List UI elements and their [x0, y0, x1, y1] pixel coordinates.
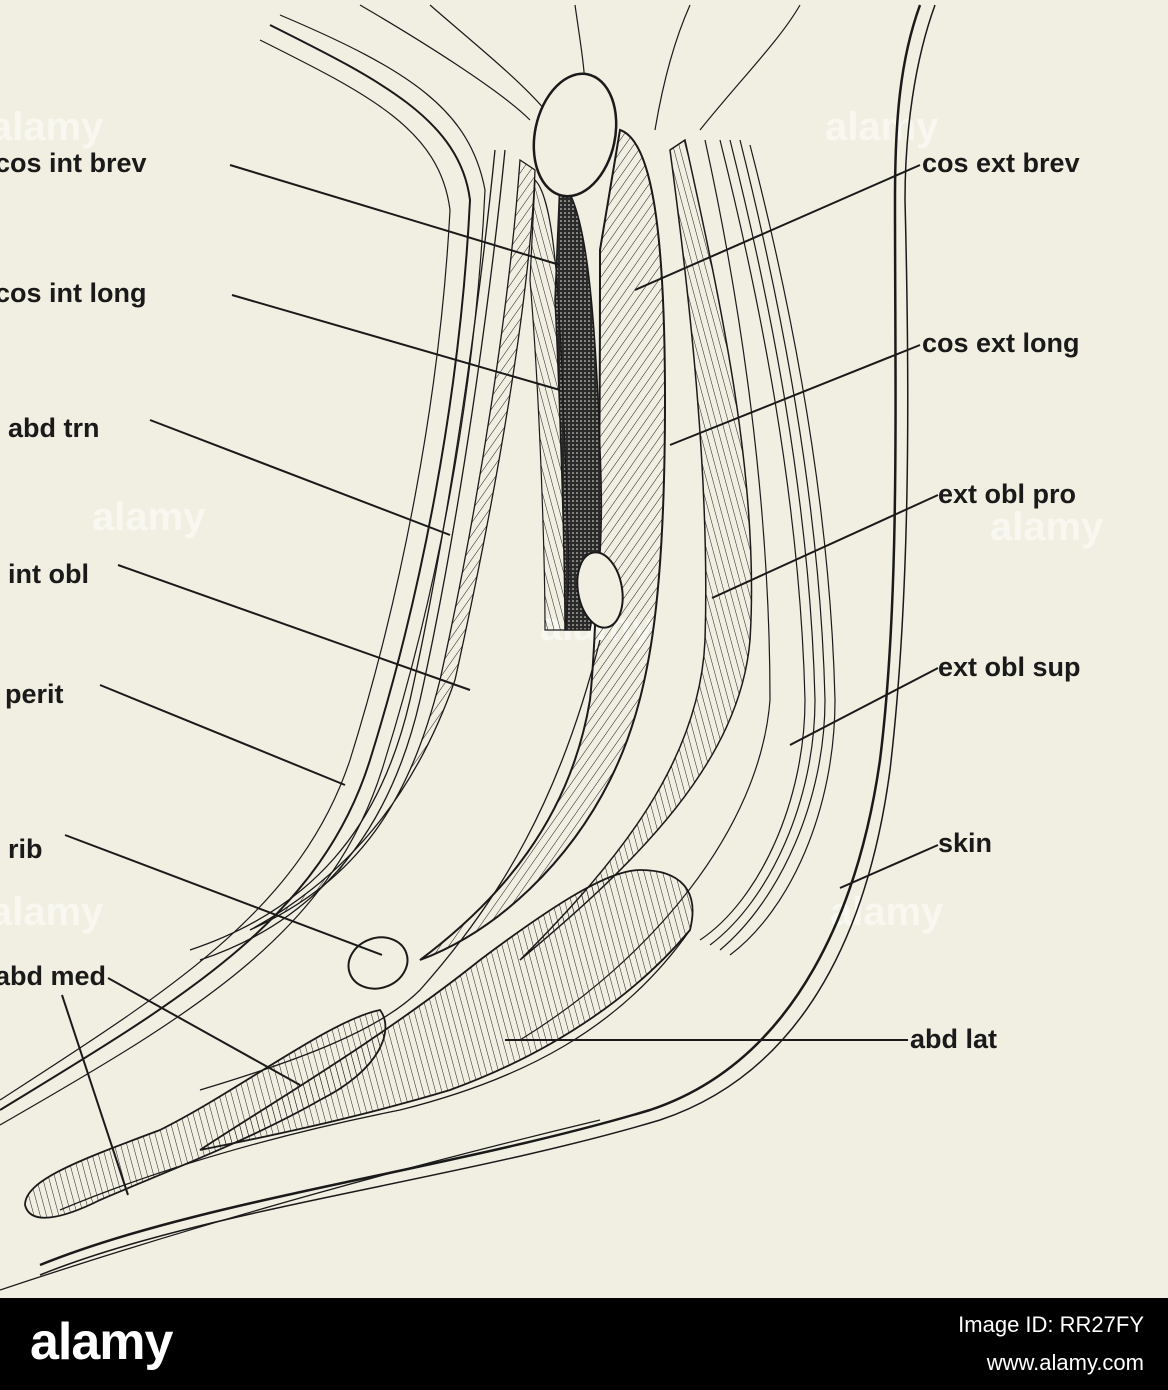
peritoneum	[0, 24, 472, 1111]
label-cos-ext-brev: cos ext brev	[922, 148, 1080, 178]
label-cos-ext-long: cos ext long	[922, 328, 1080, 358]
alamy-logo[interactable]: alamy	[30, 1313, 173, 1371]
rib-bone	[347, 936, 409, 990]
watermark: alamy	[825, 105, 939, 149]
label-abd-med: abd med	[0, 961, 106, 991]
leader-lines	[61, 164, 939, 1196]
site-url[interactable]: www.alamy.com	[986, 1350, 1144, 1375]
watermark: alamy	[0, 890, 104, 934]
watermark: alamy	[0, 105, 104, 149]
abdominal-medial	[24, 1009, 387, 1219]
label-cos-int-long: cos int long	[0, 278, 147, 308]
label-abd-lat: abd lat	[910, 1024, 997, 1054]
watermark: alamy	[830, 890, 944, 934]
label-abd-trn: abd trn	[8, 413, 100, 443]
label-ext-obl-sup: ext obl sup	[938, 652, 1081, 682]
label-rib: rib	[8, 834, 43, 864]
label-ext-obl-pro: ext obl pro	[938, 479, 1076, 509]
watermark: alamy	[990, 505, 1104, 549]
anatomical-diagram: alamy alamy alamy alamy alamy alamy alam…	[0, 4, 1105, 1291]
label-cos-int-brev: cos int brev	[0, 148, 147, 178]
abdominal-transverse	[199, 149, 506, 961]
cos-int-brev-band	[529, 178, 570, 631]
skin-outline	[39, 4, 922, 1267]
costal-bone-top	[532, 72, 618, 198]
skin-outline-inner	[39, 4, 936, 1276]
watermark: alamy	[92, 495, 206, 539]
label-int-obl: int obl	[8, 559, 89, 589]
label-skin: skin	[938, 828, 992, 858]
internal-oblique	[249, 158, 536, 931]
image-id: Image ID: RR27FY	[958, 1312, 1144, 1337]
stock-footer-bar: alamy Image ID: RR27FY www.alamy.com	[0, 1298, 1168, 1390]
costal-cartilage	[576, 551, 624, 629]
label-perit: perit	[5, 679, 64, 709]
